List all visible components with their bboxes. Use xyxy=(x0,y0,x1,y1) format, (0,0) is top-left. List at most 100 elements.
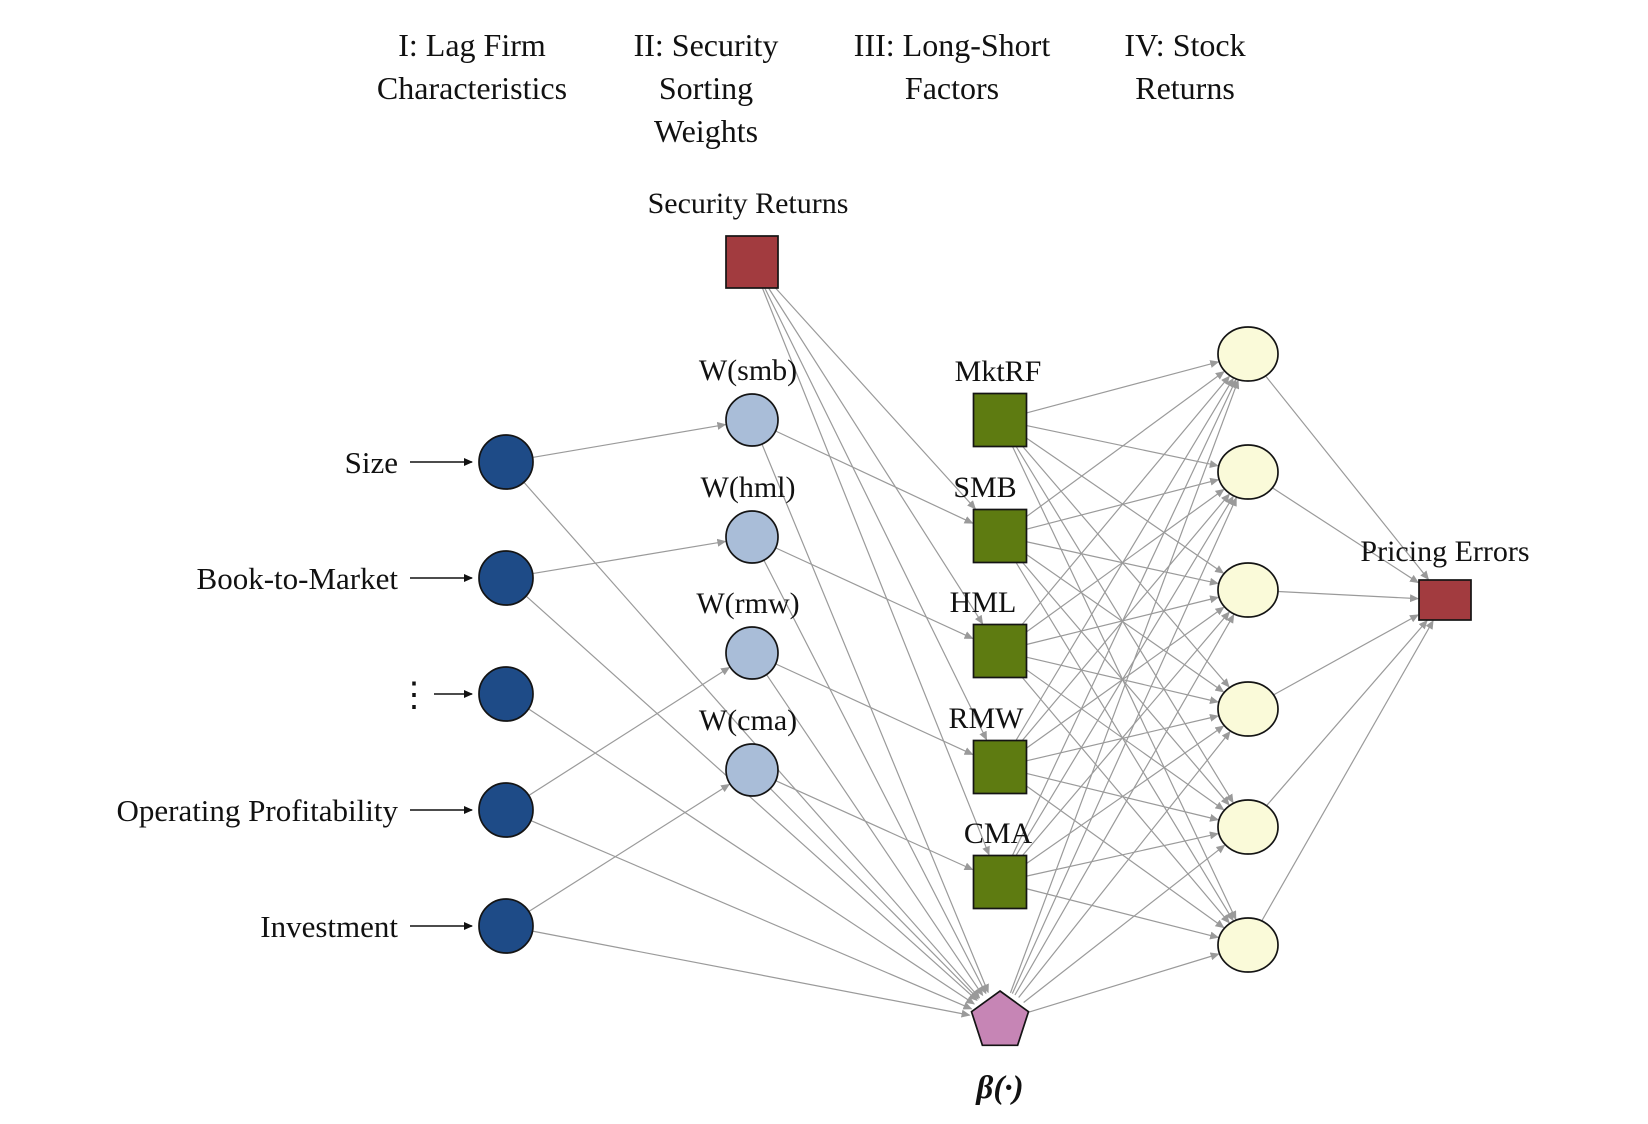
hml-node xyxy=(972,623,1028,679)
return-3-node xyxy=(1217,562,1279,618)
book-to-market-node xyxy=(478,550,534,606)
edge-dots_node-to-beta xyxy=(528,708,975,1005)
column-header-2-line-2: Sorting xyxy=(659,70,753,106)
operating-profitability-label: Operating Profitability xyxy=(116,793,398,828)
edge-rmw-to-return_2 xyxy=(1021,493,1230,741)
return-2-node xyxy=(1217,444,1279,500)
edge-security_returns-to-rmw xyxy=(764,287,988,741)
edge-return_6-to-pricing_errors xyxy=(1261,620,1434,922)
edge-mktrf-to-return_4 xyxy=(1022,446,1230,688)
w-smb-label: W(smb) xyxy=(699,354,797,387)
edge-security_returns-to-cma xyxy=(761,287,990,856)
w-cma-label: W(cma) xyxy=(699,704,797,737)
edge-smb-to-return_4 xyxy=(1026,553,1225,693)
pricing-errors-node xyxy=(1418,579,1472,621)
size-node xyxy=(478,434,534,490)
w-smb-node xyxy=(725,393,779,447)
edge-cma-to-return_6 xyxy=(1026,888,1220,940)
edge-beta-to-return_3 xyxy=(1014,613,1235,996)
edge-return_2-to-pricing_errors xyxy=(1271,487,1420,584)
edge-w_rmw-to-rmw xyxy=(775,663,974,755)
rmw-node xyxy=(972,739,1028,795)
w-cma-node xyxy=(725,743,779,797)
edge-operating_profitability-to-w_rmw xyxy=(528,666,731,796)
cma-label: CMA xyxy=(964,817,1033,850)
edge-smb-to-return_6 xyxy=(1015,562,1234,922)
edge-hml-to-return_2 xyxy=(1026,488,1225,633)
edge-cma-to-return_5 xyxy=(1026,831,1219,877)
column-header-4-line-2: Returns xyxy=(1135,70,1235,106)
edge-book_to_market-to-beta xyxy=(525,595,978,1001)
w-hml-label: W(hml) xyxy=(701,471,796,504)
column-header-1-line-2: Characteristics xyxy=(377,70,567,106)
investment-node xyxy=(478,898,534,954)
mktrf-label: MktRF xyxy=(955,355,1042,388)
security-returns-label: Security Returns xyxy=(648,187,849,220)
edge-operating_profitability-to-beta xyxy=(530,820,973,1010)
smb-label: SMB xyxy=(953,471,1016,504)
column-header-1-line-1: I: Lag Firm xyxy=(398,27,546,63)
return-1-node xyxy=(1217,326,1279,382)
edge-return_5-to-pricing_errors xyxy=(1266,619,1428,807)
edge-cma-to-return_1 xyxy=(1011,378,1237,856)
edge-beta-to-return_6 xyxy=(1028,952,1220,1013)
smb-node xyxy=(972,508,1028,564)
edge-investment-to-w_cma xyxy=(528,783,731,913)
edge-cma-to-return_2 xyxy=(1015,495,1234,856)
edge-hml-to-return_5 xyxy=(1026,669,1225,811)
mktrf-node xyxy=(972,392,1028,448)
edge-size-to-w_smb xyxy=(532,421,727,459)
beta-label: β(·) xyxy=(974,1070,1023,1106)
return-6-node xyxy=(1217,917,1279,973)
edge-beta-to-return_2 xyxy=(1011,497,1237,994)
operating-profitability-node xyxy=(478,782,534,838)
edge-security_returns-to-hml xyxy=(768,287,984,625)
edge-security_returns-to-smb xyxy=(775,287,977,510)
edge-return_1-to-pricing_errors xyxy=(1265,375,1429,580)
rmw-label: RMW xyxy=(949,702,1025,735)
column-header-3-line-2: Factors xyxy=(905,70,999,106)
cma-node xyxy=(972,854,1028,910)
edge-w_rmw-to-beta xyxy=(766,674,984,997)
edge-cma-to-return_3 xyxy=(1022,611,1230,856)
w-hml-node xyxy=(725,510,779,564)
column-header-3-line-1: III: Long-Short xyxy=(854,27,1051,63)
edge-hml-to-return_6 xyxy=(1021,677,1230,924)
edge-w_hml-to-hml xyxy=(775,547,974,639)
edge-smb-to-return_1 xyxy=(1026,371,1225,518)
w-rmw-label: W(rmw) xyxy=(696,587,799,620)
edge-w_smb-to-smb xyxy=(775,430,974,524)
edge-beta-to-return_4 xyxy=(1018,730,1231,998)
edge-mktrf-to-return_6 xyxy=(1011,446,1237,921)
return-4-node xyxy=(1217,681,1279,737)
edge-mktrf-to-return_3 xyxy=(1026,437,1225,574)
security-returns-node xyxy=(725,235,779,289)
edge-w_cma-to-cma xyxy=(775,780,974,871)
edge-book_to_market-to-w_hml xyxy=(532,538,727,575)
column-header-2-line-1: II: Security xyxy=(634,27,779,63)
edge-investment-to-beta xyxy=(532,930,971,1018)
edge-mktrf-to-return_5 xyxy=(1015,446,1234,804)
edge-rmw-to-return_6 xyxy=(1026,785,1225,929)
edge-hml-to-return_1 xyxy=(1021,375,1230,625)
edge-size-to-beta xyxy=(523,481,981,999)
book-to-market-label: Book-to-Market xyxy=(197,561,399,596)
edge-beta-to-return_5 xyxy=(1023,844,1226,1003)
edge-cma-to-return_4 xyxy=(1026,725,1225,865)
edge-return_3-to-pricing_errors xyxy=(1277,590,1420,603)
edge-rmw-to-return_3 xyxy=(1026,606,1225,749)
edge-mktrf-to-return_1 xyxy=(1026,360,1220,414)
hml-label: HML xyxy=(950,586,1017,619)
column-header-4-line-1: IV: Stock xyxy=(1124,27,1245,63)
edge-beta-to-return_1 xyxy=(1009,379,1240,994)
return-5-node xyxy=(1217,799,1279,855)
w-rmw-node xyxy=(725,626,779,680)
beta-node xyxy=(970,989,1030,1047)
edge-rmw-to-return_1 xyxy=(1015,377,1234,741)
edge-w_smb-to-beta xyxy=(761,443,989,994)
